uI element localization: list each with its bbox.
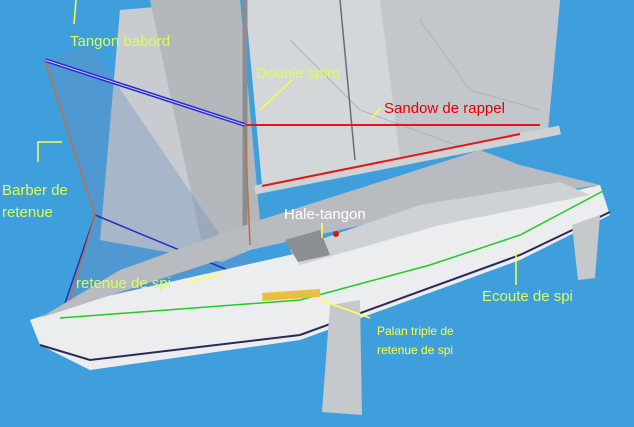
hale-tangon-line bbox=[244, 124, 251, 246]
leader-palan bbox=[319, 299, 371, 319]
leader-double-spiro bbox=[259, 79, 293, 111]
spinnaker-edge bbox=[59, 214, 96, 319]
label-double-spiro: Double spiro bbox=[256, 65, 341, 82]
label-retenue-de-spi: retenue de spi bbox=[76, 275, 172, 292]
hale-tangon-fitting bbox=[285, 230, 330, 262]
jib-sail-shadow bbox=[150, 0, 262, 258]
palan-triple bbox=[261, 288, 321, 301]
leader-barber bbox=[37, 141, 62, 162]
spinnaker-pole-highlight bbox=[44, 59, 246, 126]
label-palan-line2: retenue de spi bbox=[377, 343, 454, 357]
mainsail-shade bbox=[380, 0, 560, 158]
leader-sandow bbox=[371, 107, 381, 119]
barber-line bbox=[44, 59, 96, 301]
label-tangon-babord: Tangon babord bbox=[70, 33, 171, 50]
boom bbox=[254, 125, 561, 195]
leader-tangon-babord bbox=[73, 0, 77, 25]
label-sandow-de-rappel: Sandow de rappel bbox=[384, 100, 505, 117]
sail-seam bbox=[419, 19, 541, 111]
hale-tangon-point bbox=[333, 231, 339, 237]
forestay bbox=[339, 0, 356, 161]
rudder bbox=[572, 215, 600, 280]
sail-seam bbox=[289, 39, 471, 151]
label-palan-line1: Palan triple de bbox=[377, 324, 454, 338]
cockpit-floor bbox=[290, 182, 590, 265]
label-ecoute-de-spi: Ecoute de spi bbox=[482, 288, 573, 305]
label-barber-line1: Barber de bbox=[2, 182, 68, 199]
leader-retenue-spi bbox=[189, 273, 223, 283]
label-hale-tangon: Hale-tangon bbox=[284, 206, 366, 223]
hull-stripe bbox=[39, 211, 611, 362]
centerboard bbox=[322, 300, 362, 415]
label-barber-line2: retenue bbox=[2, 204, 53, 221]
boom-sandow-stripe bbox=[261, 133, 521, 187]
spi-sheet bbox=[59, 189, 606, 319]
hull-side bbox=[30, 185, 610, 370]
